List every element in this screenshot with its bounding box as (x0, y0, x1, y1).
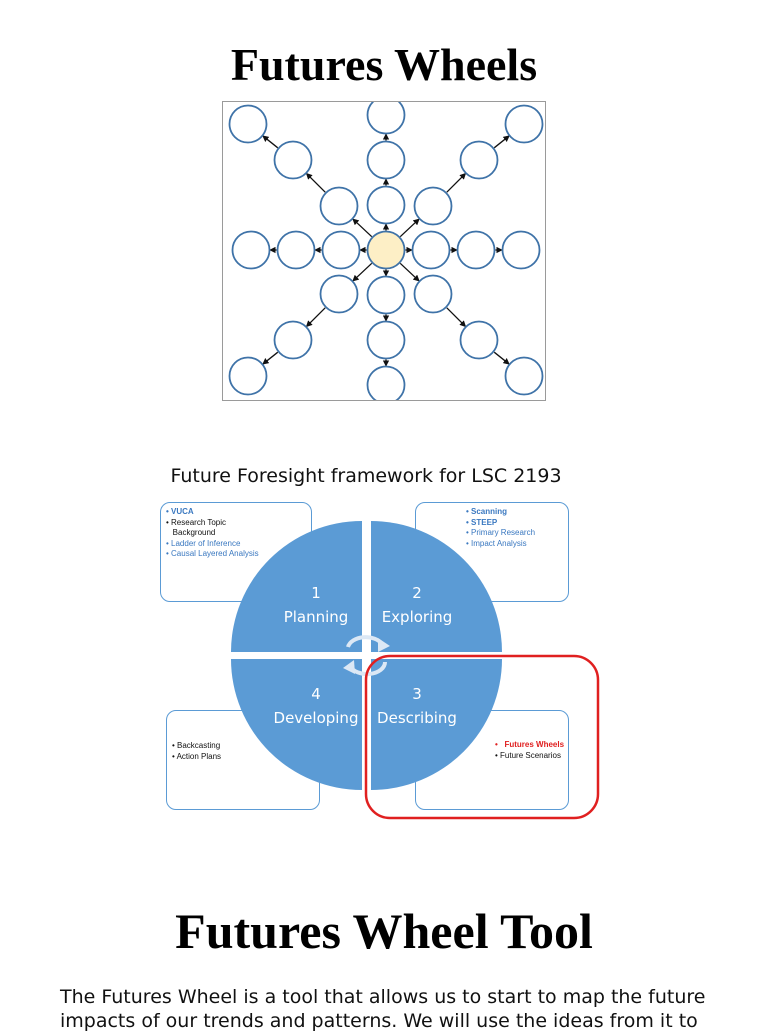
section-title: Futures Wheel Tool (175, 903, 593, 959)
wheel-node (366, 275, 406, 315)
wheel-arrow (352, 262, 373, 282)
wheel-node (504, 104, 544, 144)
list-item: • Causal Layered Analysis (166, 549, 259, 558)
describing-list: • Futures Wheels • Future Scenarios (495, 740, 564, 761)
developing-list: • Backcasting • Action Plans (172, 741, 221, 762)
framework-caption: Future Foresight framework for LSC 2193 (170, 465, 562, 487)
cycle-arrows-icon (343, 635, 390, 677)
wheel-arrow (305, 307, 326, 328)
wheel-node (231, 230, 271, 270)
list-item: • Primary Research (466, 528, 536, 537)
wheel-arrow (493, 351, 510, 365)
page-title: Futures Wheels (230, 39, 538, 90)
wheel-node (319, 186, 359, 226)
list-item: • Futures Wheels (495, 740, 565, 749)
list-item: • Ladder of Inference (166, 538, 241, 548)
quadrant-name: Describing (377, 709, 457, 727)
wheel-node (366, 365, 406, 400)
wheel-arrow (446, 172, 467, 193)
list-item: • VUCA (166, 507, 194, 516)
wheel-arrow (262, 135, 279, 149)
list-item: • Action Plans (172, 751, 222, 761)
wheel-node (413, 274, 453, 314)
wheel-node (413, 186, 453, 226)
quadrant-name: Exploring (381, 608, 453, 626)
wheel-node (459, 140, 499, 180)
list-item: • Scanning (466, 507, 508, 516)
list-item: • STEEP (466, 517, 498, 527)
list-item: • Impact Analysis (466, 538, 527, 548)
quadrant-describing (371, 659, 502, 790)
wheel-node (366, 140, 406, 180)
highlight-box (364, 654, 600, 820)
quadrant-describing-label: 3 Describing (367, 685, 467, 728)
wheel-node (319, 274, 359, 314)
futures-wheel-svg (228, 102, 544, 400)
wheel-node (273, 140, 313, 180)
list-item: • Future Scenarios (495, 750, 561, 760)
quadrant-number: 4 (311, 685, 321, 703)
quadrant-developing-label: 4 Developing (266, 685, 366, 728)
wheel-node (321, 230, 361, 270)
quadrant-number: 2 (412, 584, 422, 602)
quadrant-developing (231, 659, 362, 790)
exploring-list: • Scanning • STEEP • Primary Research • … (466, 507, 535, 549)
quadrant-number: 1 (311, 584, 321, 602)
quadrant-number: 3 (412, 685, 422, 703)
wheel-node (459, 320, 499, 360)
body-paragraph: The Futures Wheel is a tool that allows … (60, 986, 706, 1032)
quadrant-wheel (231, 521, 502, 790)
wheel-node (273, 320, 313, 360)
list-item: • Backcasting (172, 741, 221, 750)
quadrant-exploring-label: 2 Exploring (367, 584, 467, 627)
wheel-arrow (493, 135, 510, 149)
quadrant-planning (231, 521, 362, 652)
wheel-center-node (366, 230, 406, 270)
wheel-arrow (399, 262, 420, 282)
wheel-node (228, 356, 268, 396)
wheel-arrow (262, 351, 279, 365)
wheel-arrow (305, 172, 326, 193)
wheel-arrow (352, 218, 373, 238)
wheel-node (228, 104, 268, 144)
wheel-node (366, 320, 406, 360)
quadrant-name: Developing (273, 709, 359, 727)
wheel-node (411, 230, 451, 270)
wheel-arrow (446, 307, 467, 328)
wheel-arrow (399, 218, 420, 238)
wheel-node (501, 230, 541, 270)
list-item: • Research Topic Background (166, 517, 227, 538)
wheel-node (504, 356, 544, 396)
wheel-node (366, 102, 406, 135)
wheel-node (276, 230, 316, 270)
planning-list: • VUCA • Research Topic Background • Lad… (166, 507, 259, 560)
quadrant-planning-label: 1 Planning (266, 584, 366, 627)
wheel-node (456, 230, 496, 270)
futures-wheel-diagram (222, 101, 546, 401)
quadrant-name: Planning (283, 608, 349, 626)
quadrant-exploring (371, 521, 502, 652)
wheel-node (366, 185, 406, 225)
